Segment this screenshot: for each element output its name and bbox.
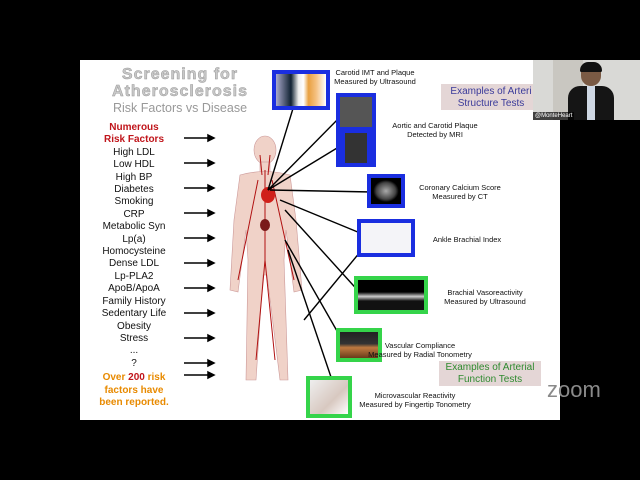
arrow-icon <box>184 258 216 268</box>
arrow-icon <box>184 283 216 293</box>
risk-factor-item: Low HDL <box>113 159 155 171</box>
risk-factor-item: Lp-PLA2 <box>114 270 154 282</box>
slide-title: Screening for Atherosclerosis Risk Facto… <box>112 66 248 115</box>
participant-name: @MonteHeart <box>533 112 575 120</box>
ct-image <box>367 174 405 208</box>
human-body-figure <box>229 135 303 381</box>
carotid-ultrasound-image <box>272 70 330 110</box>
risk-factor-item: Dense LDL <box>108 258 160 270</box>
risk-factor-item: CRP <box>123 208 145 220</box>
risk-factor-item: Stress <box>119 332 149 344</box>
mri-image <box>336 93 376 167</box>
risk-factor-item: Metabolic Syn <box>102 221 166 233</box>
abi-image <box>357 219 415 257</box>
arrow-icon <box>184 233 216 243</box>
risk-factor-item: ApoB/ApoA <box>108 283 160 295</box>
arrow-icon <box>184 183 216 193</box>
arrow-icon <box>184 208 216 218</box>
arrow-icon <box>184 358 216 368</box>
risk-factor-item: High BP <box>115 171 153 183</box>
zoom-watermark: zoom <box>547 377 601 402</box>
risk-factor-item: Lp(a) <box>122 233 146 245</box>
test-label-abi: Ankle Brachial Index <box>432 235 502 244</box>
arrow-icon <box>184 133 216 143</box>
risk-factor-item: Smoking <box>114 196 154 208</box>
presentation-slide: Screening for Atherosclerosis Risk Facto… <box>80 60 560 420</box>
fingertip-image <box>306 376 352 418</box>
heart-icon <box>261 187 275 203</box>
risk-factor-item: Family History <box>102 295 166 307</box>
risk-factor-item: Sedentary Life <box>101 308 167 320</box>
arrow-icon <box>184 370 216 380</box>
tonometry-image <box>336 328 382 362</box>
arrow-icon <box>184 308 216 318</box>
arrow-icon <box>184 333 216 343</box>
participant-video-tile[interactable]: @MonteHeart <box>533 60 640 120</box>
risk-factor-item: Diabetes <box>114 184 154 196</box>
brachial-ultrasound-image <box>354 276 428 314</box>
risk-factor-item: Homocysteine <box>102 246 166 258</box>
risk-factor-item: High LDL <box>113 146 155 158</box>
arrow-icon <box>184 158 216 168</box>
risk-factor-item: Obesity <box>117 320 151 332</box>
risk-factor-item: ? <box>131 357 137 369</box>
diagram-lines <box>184 101 373 381</box>
risk-factor-item: ... <box>129 345 139 357</box>
